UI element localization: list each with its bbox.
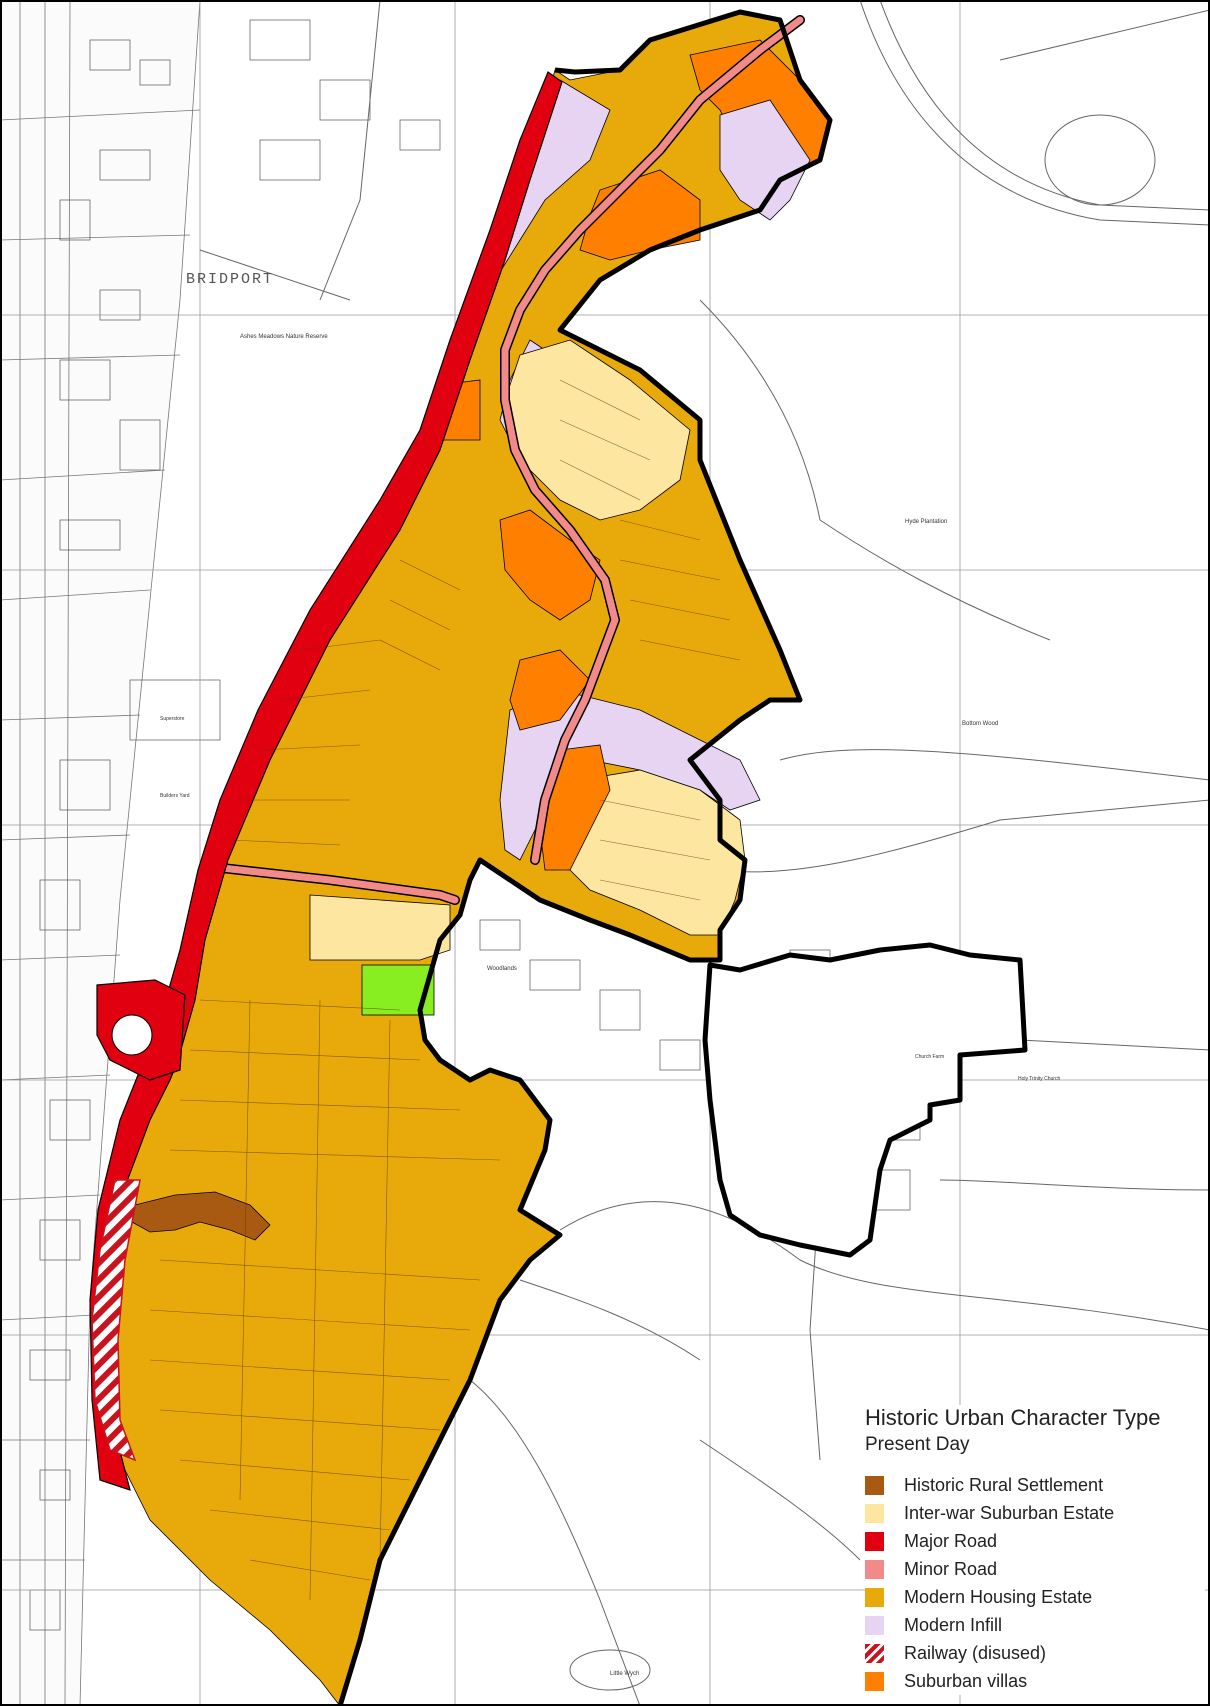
- minor-roads: [217, 15, 805, 905]
- legend-item-railway-disused: Railway (disused): [865, 1639, 1205, 1667]
- basemap-town-left: [0, 0, 201, 1706]
- legend-item-minor-road: Minor Road: [865, 1555, 1205, 1583]
- legend-swatch-major-road: [865, 1531, 884, 1551]
- legend-title: Historic Urban Character Type: [865, 1405, 1161, 1430]
- basemap-fields: [199, 0, 1210, 1706]
- legend-swatch-railway-disused: [865, 1643, 884, 1663]
- legend-swatch-historic-rural-settlement: [865, 1475, 884, 1495]
- area-suburban-villas-road: [509, 649, 591, 731]
- label-woodlands: Woodlands: [487, 966, 517, 972]
- legend-item-suburban-villas: Suburban villas: [865, 1667, 1205, 1695]
- legend-item-historic-rural-settlement: Historic Rural Settlement: [865, 1471, 1205, 1499]
- label-bottom-wood: Bottom Wood: [962, 721, 998, 727]
- legend-item-inter-war-suburban-estate: Inter-war Suburban Estate: [865, 1499, 1205, 1527]
- label-church-farm: Church Farm: [915, 1054, 944, 1060]
- legend: Historic Urban Character Type Present Da…: [865, 1405, 1205, 1695]
- legend-label: Suburban villas: [904, 1671, 1028, 1691]
- area-inter-war-estate-south: [309, 894, 451, 961]
- label-holy-trinity: Holy Trinity Church: [1018, 1076, 1060, 1082]
- legend-item-modern-housing-estate: Modern Housing Estate: [865, 1583, 1205, 1611]
- legend-item-modern-infill: Modern Infill: [865, 1611, 1205, 1639]
- main-boundary: [337, 9, 833, 1706]
- legend-swatch-inter-war-suburban-estate: [865, 1503, 884, 1523]
- legend-swatch-modern-infill: [865, 1615, 884, 1635]
- place-label-bridport: BRIDPORT: [186, 271, 274, 288]
- legend-label: Modern Housing Estate: [904, 1587, 1093, 1607]
- legend-label: Minor Road: [904, 1559, 998, 1579]
- area-modern-infill-top: [719, 99, 811, 221]
- label-builders-yard: Builders Yard: [160, 793, 190, 799]
- legend-label: Inter-war Suburban Estate: [904, 1503, 1115, 1523]
- label-hyde-plantation: Hyde Plantation: [905, 519, 947, 525]
- label-superstore: Superstore: [160, 716, 185, 722]
- legend-label: Railway (disused): [904, 1643, 1047, 1663]
- legend-item-major-road: Major Road: [865, 1527, 1205, 1555]
- legend-swatch-minor-road: [865, 1559, 884, 1579]
- legend-swatch-modern-housing-estate: [865, 1587, 884, 1607]
- area-historic-rural-settlement: [131, 1191, 271, 1241]
- legend-label: Major Road: [904, 1531, 998, 1551]
- legend-swatch-suburban-villas: [865, 1671, 884, 1691]
- village-boundary: [702, 942, 1028, 1258]
- area-suburban-villas-centre: [499, 509, 601, 621]
- legend-subtitle: Present Day: [865, 1434, 970, 1455]
- legend-label: Modern Infill: [904, 1615, 1003, 1635]
- railway-disused: [91, 1179, 141, 1462]
- label-ashes-meadows: Ashes Meadows Nature Reserve: [240, 334, 328, 340]
- parcel-lines: [149, 379, 741, 1601]
- label-little-wych: Little Wych: [610, 1671, 639, 1677]
- basemap-buildings: [29, 19, 981, 1631]
- legend-label: Historic Rural Settlement: [904, 1475, 1104, 1495]
